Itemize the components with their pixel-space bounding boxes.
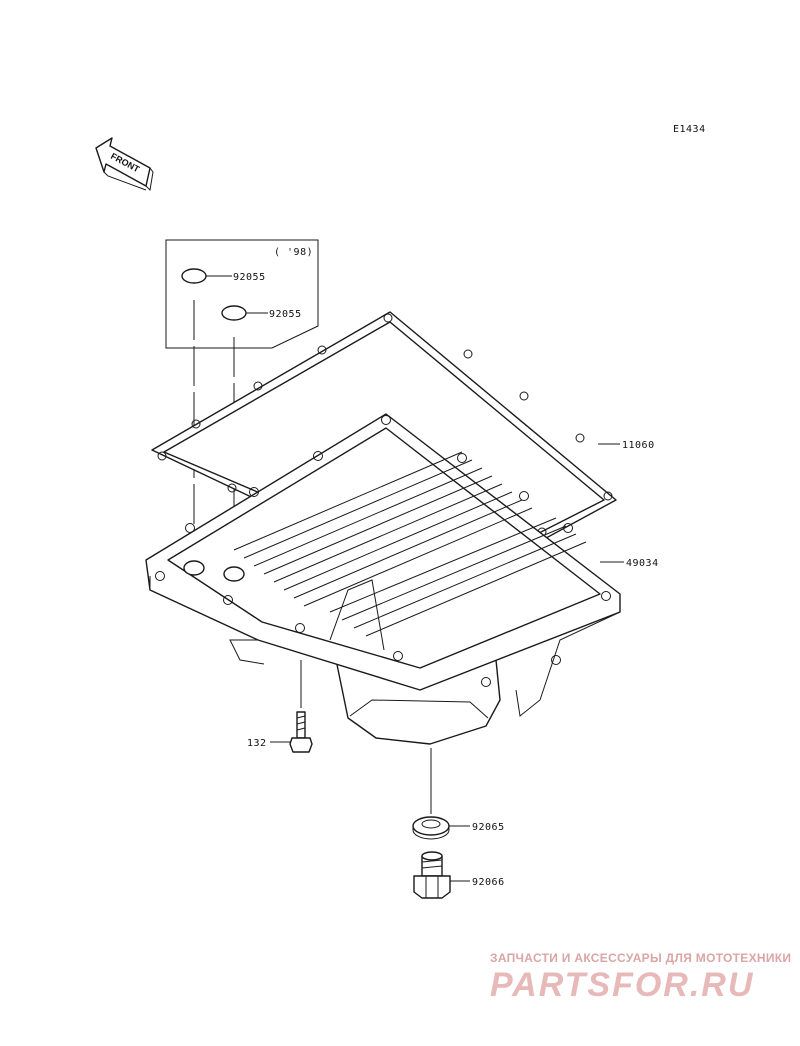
diagram-code: E1434 [673,124,706,135]
o-ring-1 [181,268,207,284]
year-inset-box: ( '98) [165,239,319,349]
oil-pan [145,413,621,745]
part-label-11060: 11060 [622,440,655,451]
part-label-132: 132 [247,738,267,749]
watermark-tagline: ЗАПЧАСТИ И АКСЕССУАРЫ ДЛЯ МОТОТЕХНИКИ [490,951,791,965]
part-label-49034: 49034 [626,558,659,569]
part-label-92055-a: 92055 [233,272,266,283]
front-arrow-icon: FRONT [95,137,154,192]
part-label-92066: 92066 [472,877,505,888]
drain-plug [413,851,451,899]
o-ring-2 [221,305,247,321]
watermark-logo: PARTSFOR.RU [490,966,754,1004]
pan-bolt [289,711,313,753]
part-label-92065: 92065 [472,822,505,833]
drain-washer [412,816,450,840]
year-note: ( '98) [274,247,313,258]
part-label-92055-b: 92055 [269,309,302,320]
